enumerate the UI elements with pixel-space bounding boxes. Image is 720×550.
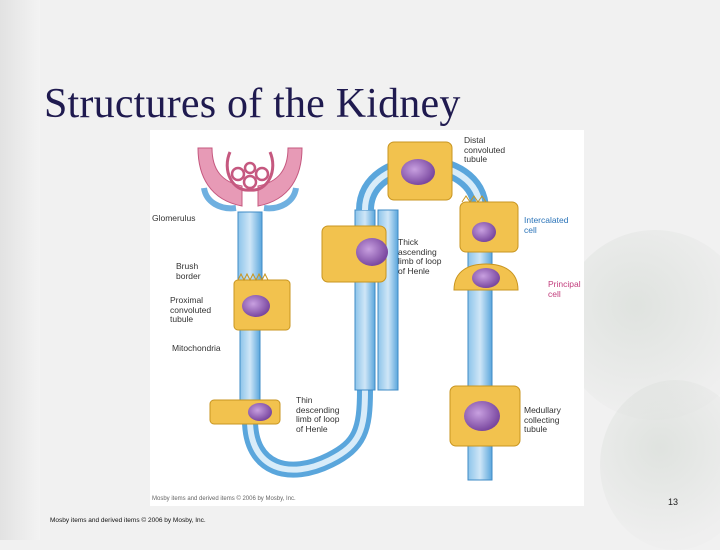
figure-credit: Mosby items and derived items © 2006 by …: [152, 496, 296, 502]
nephron-illustration: [150, 130, 584, 506]
kidney-nephron-diagram: Glomerulus Brush border Proximal convolu…: [150, 130, 584, 506]
label-thin-limb: Thin descending limb of loop of Henle: [296, 396, 339, 434]
collecting-tubule-cells: [450, 386, 520, 446]
label-proximal-tubule: Proximal convoluted tubule: [170, 296, 211, 325]
label-mitochondria: Mitochondria: [172, 344, 221, 354]
proximal-tubule-cells: [234, 274, 290, 330]
thick-limb-cells: [322, 226, 388, 282]
label-collecting-tubule: Medullary collecting tubule: [524, 406, 561, 435]
label-thick-limb: Thick ascending limb of loop of Henle: [398, 238, 441, 276]
slide-number: 13: [668, 497, 678, 507]
label-glomerulus: Glomerulus: [152, 214, 195, 224]
distal-tubule-cells: [388, 142, 452, 200]
slide-title: Structures of the Kidney: [44, 80, 461, 128]
glomerulus-shape: [198, 148, 302, 208]
slide-left-band: [0, 0, 40, 540]
label-distal-tubule: Distal convoluted tubule: [464, 136, 505, 165]
footer-credit: Mosby items and derived items © 2006 by …: [50, 517, 206, 524]
thin-limb-cells: [210, 400, 280, 424]
label-brush-border: Brush border: [176, 262, 201, 281]
principal-cell: [454, 264, 518, 290]
label-intercalated-cell: Intercalated cell: [524, 216, 568, 235]
label-principal-cell: Principal cell: [548, 280, 581, 299]
intercalated-cell: [460, 196, 518, 252]
